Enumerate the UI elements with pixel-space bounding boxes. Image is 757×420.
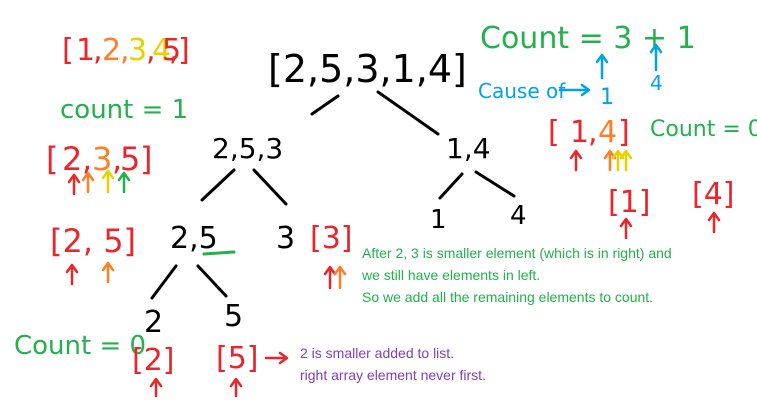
- count-zero-right: Count = 0: [650, 117, 757, 142]
- box-2: [2]: [132, 343, 175, 378]
- edge-root-left: [310, 94, 340, 116]
- tree-edges: [150, 90, 516, 300]
- up-arrow-icon: [569, 149, 583, 172]
- up-arrow-icon: [619, 217, 633, 240]
- merge-14-open: [: [548, 115, 560, 150]
- notes: After 2, 3 is smaller element (which is …: [300, 245, 672, 383]
- box-3: [3]: [310, 221, 353, 256]
- up-arrow-icon: [65, 263, 79, 286]
- tree-root: [2,5,3,1,4]: [268, 47, 467, 91]
- four-label: 4: [650, 71, 663, 95]
- tree-right-node: 1,4: [446, 132, 491, 165]
- up-arrow-icon: [649, 43, 663, 72]
- up-arrow-icon: [595, 53, 609, 80]
- edge-root-right: [376, 90, 440, 136]
- up-arrow-icon: [81, 171, 95, 194]
- merge-14-b: 4: [598, 115, 617, 150]
- edge-right-rl: [438, 172, 464, 200]
- palette-comma: ,: [93, 33, 103, 68]
- tree-left-left-node: 2,5: [170, 221, 218, 256]
- edge-ll-leaf2: [150, 264, 178, 300]
- merge-14: [ 1 , 4 ]: [548, 115, 630, 150]
- box-5: [5]: [216, 341, 259, 376]
- merge-253-a: 2: [62, 140, 82, 178]
- up-arrow-icon: [707, 211, 721, 234]
- tree-left-node: 2,5,3: [212, 132, 283, 165]
- up-arrow-icon: [229, 377, 243, 398]
- note-green-line-2: we still have elements in left.: [361, 267, 540, 283]
- palette-comma: ,: [146, 33, 156, 68]
- merge-253: [ 2 , 3 , 5 ]: [46, 140, 152, 178]
- note-line-1: 2 is smaller added to list.: [300, 345, 454, 361]
- up-arrow-icon: [101, 261, 115, 284]
- merge-14-close: ]: [618, 115, 630, 150]
- up-arrow-icon: [323, 265, 337, 290]
- box-4: [4]: [692, 177, 735, 212]
- palette-number-5: 5: [162, 33, 181, 68]
- merge-253-b: 3: [92, 140, 112, 178]
- palette-close-bracket: ]: [178, 33, 190, 68]
- note-line-2: right array element never first.: [300, 367, 486, 383]
- underline-mark: [202, 250, 236, 256]
- right-arrow-icon: [558, 83, 591, 97]
- up-arrow-icon: [611, 149, 625, 172]
- tree-left-right-node: 3: [276, 221, 295, 256]
- right-panel: Count = 3 + 1 Cause of 1 4 [ 1 , 4 ] Cou…: [310, 21, 757, 256]
- tree-right-left-node: 1: [430, 205, 447, 235]
- merge-253-comma: ,: [82, 140, 92, 178]
- merge-14-comma: ,: [588, 115, 598, 150]
- count-bottom: Count = 0: [14, 331, 146, 361]
- recursion-tree: [2,5,3,1,4] 2,5,3 1,4 2,5 3 1 4 2 5: [144, 47, 527, 340]
- count-top: count = 1: [60, 95, 188, 125]
- right-arrow-icon: [264, 351, 289, 365]
- up-arrow-icon: [333, 265, 347, 290]
- palette-example: [ 1 , 2 , 3 , 4 , 5 ]: [62, 33, 190, 68]
- up-arrow-icon: [101, 169, 115, 194]
- palette-comma: ,: [120, 33, 130, 68]
- palette-number-1: 1: [76, 33, 95, 68]
- palette-number-2: 2: [102, 33, 121, 68]
- up-arrow-icon: [67, 173, 81, 196]
- arrows: [65, 43, 721, 398]
- merge-253-open: [: [46, 140, 58, 178]
- edge-left-lr: [252, 168, 288, 206]
- merge-253-close: ]: [140, 140, 152, 178]
- merge-253-comma: ,: [112, 140, 122, 178]
- up-arrow-icon: [603, 149, 617, 172]
- tree-right-right-node: 4: [510, 201, 527, 231]
- up-arrow-icon: [149, 377, 163, 398]
- edge-ll-leaf5: [196, 264, 228, 298]
- up-arrow-icon: [117, 171, 131, 194]
- merge-253-c: 5: [120, 140, 140, 178]
- cause-of-value: 1: [600, 85, 614, 110]
- up-arrow-icon: [619, 149, 633, 172]
- palette-number-4: 4: [152, 33, 171, 68]
- merge-14-a: 1: [570, 115, 589, 150]
- palette-open-bracket: [: [62, 33, 74, 68]
- merge-25: [2, 5]: [50, 222, 136, 260]
- edge-left-ll: [200, 168, 236, 202]
- note-green-line-3: So we add all the remaining elements to …: [362, 289, 653, 305]
- box-1: [1]: [608, 185, 651, 220]
- note-green-line-1: After 2, 3 is smaller element (which is …: [362, 245, 672, 261]
- count-equation: Count = 3 + 1: [480, 21, 696, 56]
- left-panel: count = 1 [ 2 , 3 , 5 ] [2, 5] Count = 0…: [14, 95, 259, 378]
- tree-leaf-2: 2: [144, 305, 163, 340]
- edge-right-rr: [474, 170, 516, 198]
- palette-number-3: 3: [128, 33, 147, 68]
- palette-comma: ,: [169, 33, 179, 68]
- tree-leaf-5: 5: [224, 299, 243, 334]
- cause-of-label: Cause of: [478, 79, 566, 103]
